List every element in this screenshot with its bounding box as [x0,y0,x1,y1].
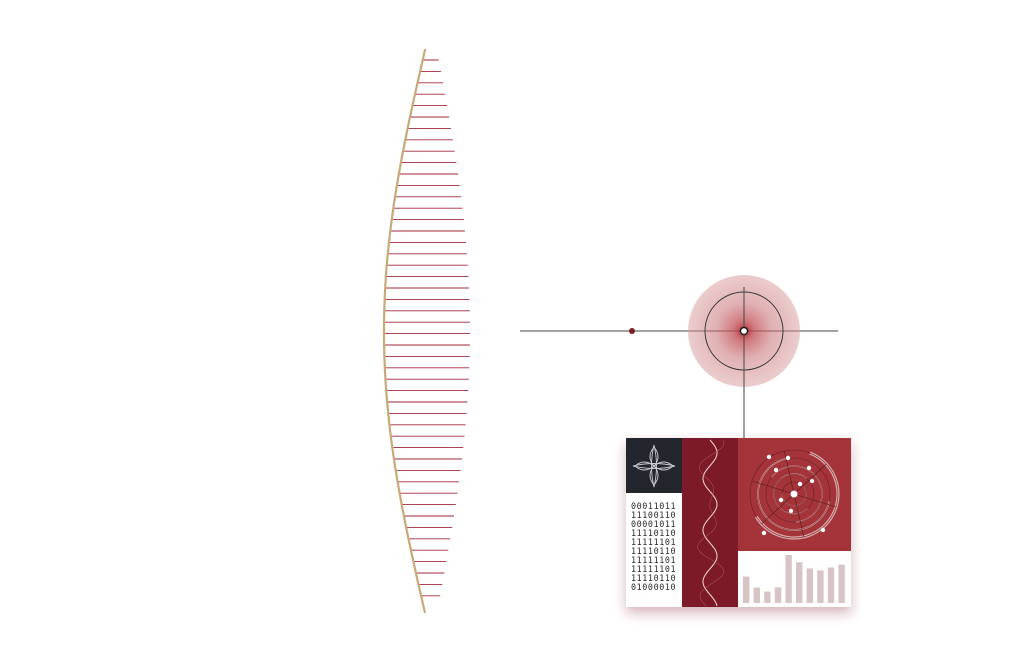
target-center [739,326,749,336]
radar-blip [809,478,815,484]
radar-blip [778,497,784,503]
bar [817,570,824,603]
radar-spoke [793,463,827,495]
bar [806,568,813,603]
waveform-ghost [697,439,725,607]
radar-ring [765,465,823,523]
binary-line: 11110110 [631,546,676,556]
bar [838,564,845,603]
binary-line: 11100110 [631,510,676,520]
radar-blip [820,527,826,533]
focus-point-icon [629,328,635,334]
waveform-tile [682,438,738,607]
radar-spoke [761,493,795,525]
radar-spoke [793,493,805,537]
radar-blip [788,508,794,514]
waveform-icon [702,439,718,607]
bar [796,562,803,603]
radar-ring [757,457,831,531]
radar-blip [797,481,803,487]
bar [827,567,835,603]
four-point-star-icon [632,444,676,488]
lens [382,48,470,614]
bar [785,555,792,603]
binary-line: 00001011 [631,519,676,529]
binary-line: 11110110 [631,573,676,583]
binary-code-list: 0001101111100110000010111111011011111101… [631,501,676,592]
binary-line: 11111101 [631,537,676,547]
radar-spoke [751,480,795,495]
radar-icon [749,449,840,540]
radar-spoke [793,493,837,508]
bar [774,587,782,603]
radar-blip [773,467,779,473]
radar-center [790,490,798,498]
radar-ring [749,449,839,539]
radar-blip [806,465,812,471]
radar-blip [785,455,791,461]
binary-line: 11111101 [631,555,676,565]
bar [753,587,760,603]
target-rings-icon [688,275,800,438]
binary-line: 11111101 [631,564,676,574]
bar [764,591,771,603]
lens-ray-lines [384,59,470,597]
binary-line: 00011011 [631,501,676,511]
lens-edge [382,48,427,614]
radar-blip [766,454,772,460]
binary-line: 11110110 [631,528,676,538]
bar [743,576,750,603]
radar-ring [781,481,807,507]
data-panel-content: 0001101111100110000010111111011011111101… [626,438,851,607]
binary-line: 01000010 [631,582,676,592]
bar-chart [743,555,845,603]
radar-ring [773,473,815,515]
radar-blip [761,530,767,536]
